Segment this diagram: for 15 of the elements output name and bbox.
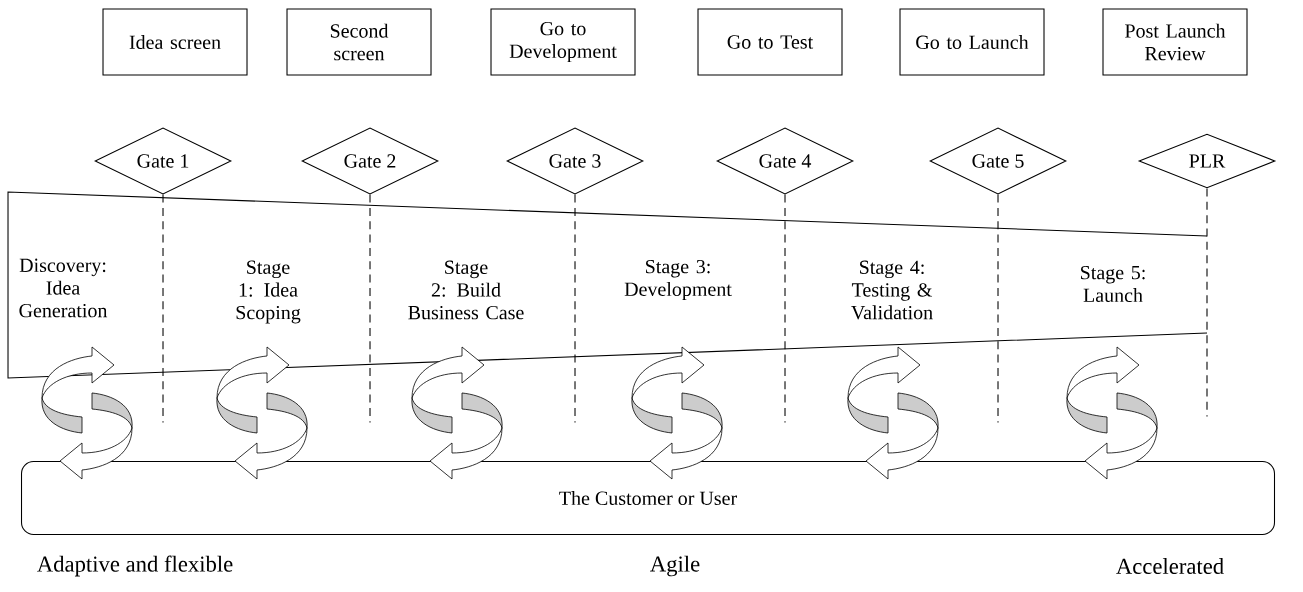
gate-name-box: Go to Development: [490, 8, 636, 76]
stage-label: Stage 1: Idea Scoping: [236, 260, 301, 324]
stage-label: Stage 5: Launch: [1081, 265, 1145, 303]
stage-label: Stage 2: Build Business Case: [408, 260, 524, 320]
gate-name-box: Post Launch Review: [1102, 8, 1248, 76]
phase-label: Adaptive and flexible: [37, 555, 233, 577]
stage-label: Discovery: Idea Generation: [19, 258, 108, 318]
gate-name-box: Second screen: [286, 8, 432, 76]
stage-label: Stage 4: Testing & Validation: [851, 260, 933, 320]
gate-name-box: Idea screen: [102, 8, 248, 76]
gate-name-box: Go to Launch: [899, 8, 1045, 76]
gate-name-box: Go to Test: [697, 8, 843, 76]
stage-label: Stage 3: Development: [624, 259, 732, 301]
phase-label: Agile: [650, 555, 700, 577]
phase-label: Accelerated: [1116, 558, 1224, 574]
